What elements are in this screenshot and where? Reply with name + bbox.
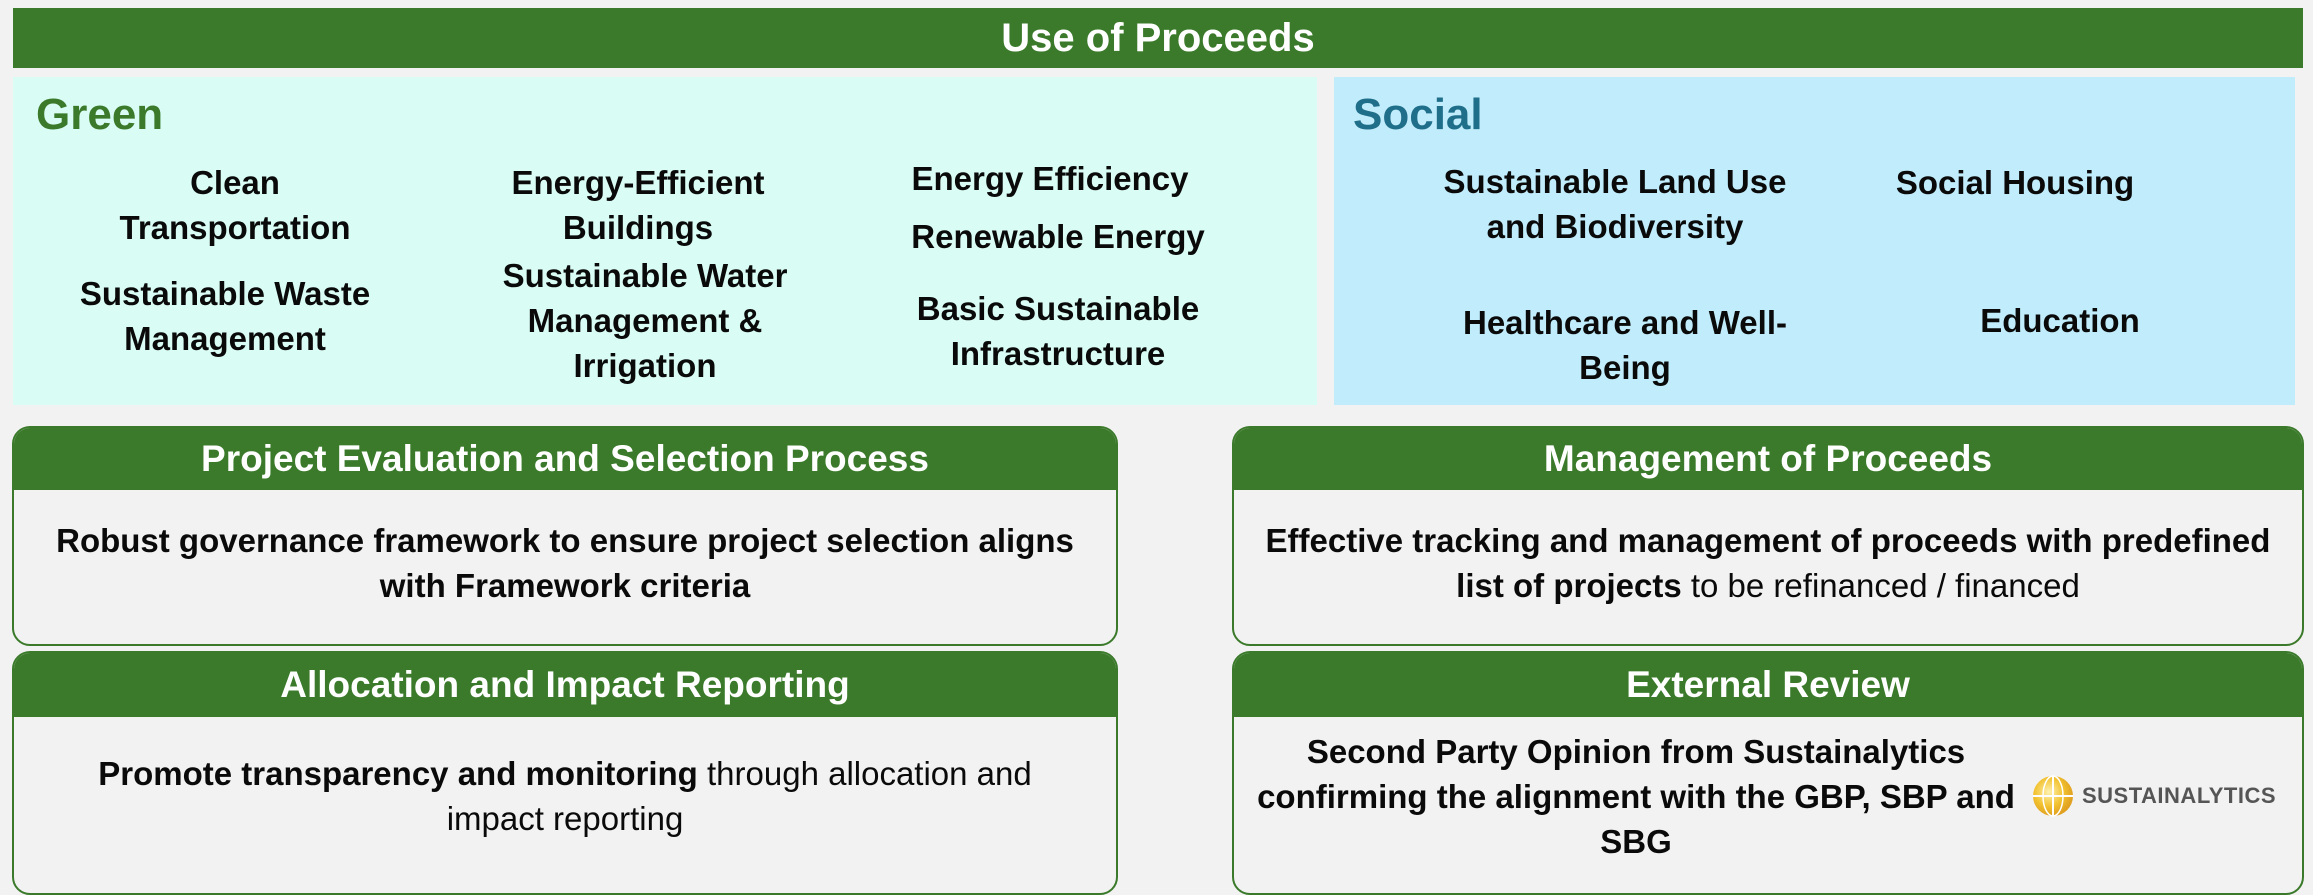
social-item-social-housing: Social Housing <box>1895 164 2135 201</box>
allocation-reporting-title: Allocation and Impact Reporting <box>280 664 850 705</box>
management-of-proceeds-body-regular: to be refinanced / financed <box>1681 567 2080 604</box>
external-review-title: External Review <box>1626 664 1910 705</box>
social-panel <box>1334 77 2295 405</box>
project-evaluation-title: Project Evaluation and Selection Process <box>201 438 929 479</box>
use-of-proceeds-title: Use of Proceeds <box>1001 15 1315 60</box>
allocation-reporting-body-regular: through allocation and impact reporting <box>446 755 1032 837</box>
project-evaluation-body: Robust governance framework to ensure pr… <box>14 490 1116 608</box>
green-title: Green <box>36 90 164 139</box>
allocation-reporting-body-bold: Promote transparency and monitoring <box>98 755 698 792</box>
green-panel <box>13 77 1317 405</box>
use-of-proceeds-header: Use of Proceeds <box>13 8 2303 68</box>
social-title: Social <box>1353 90 1483 139</box>
allocation-reporting-header: Allocation and Impact Reporting <box>14 653 1116 717</box>
social-item-education: Education <box>1980 302 2140 339</box>
project-evaluation-box: Project Evaluation and Selection Process… <box>12 426 1118 646</box>
green-item-sustainable-waste-management: Sustainable Waste Management <box>79 275 371 357</box>
social-item-sustainable-land-use: Sustainable Land Use and Biodiversity <box>1443 163 1787 245</box>
allocation-reporting-box: Allocation and Impact Reporting Promote … <box>12 651 1118 895</box>
external-review-header: External Review <box>1234 653 2302 717</box>
management-of-proceeds-body: Effective tracking and management of pro… <box>1234 490 2302 608</box>
green-item-energy-efficient-buildings: Energy-Efficient Buildings <box>511 164 765 246</box>
project-evaluation-body-text: Robust governance framework to ensure pr… <box>56 522 1074 604</box>
external-review-body: Second Party Opinion from Sustainalytics… <box>1257 733 2015 860</box>
green-item-renewable-energy: Renewable Energy <box>911 218 1205 255</box>
green-item-sustainable-water-management: Sustainable Water Management & Irrigatio… <box>502 257 788 384</box>
project-evaluation-header: Project Evaluation and Selection Process <box>14 428 1116 490</box>
green-item-energy-efficiency: Energy Efficiency <box>911 160 1189 197</box>
management-of-proceeds-box: Management of Proceeds Effective trackin… <box>1232 426 2304 646</box>
social-item-healthcare-and-well-being: Healthcare and Well- Being <box>1463 304 1787 386</box>
green-item-clean-transportation: Clean Transportation <box>119 164 351 246</box>
management-of-proceeds-header: Management of Proceeds <box>1234 428 2302 490</box>
green-item-basic-sustainable-infrastructure: Basic Sustainable Infrastructure <box>916 290 1200 372</box>
sustainalytics-logo-text: SUSTAINALYTICS <box>2082 783 2277 808</box>
management-of-proceeds-title: Management of Proceeds <box>1543 438 1993 479</box>
allocation-reporting-body: Promote transparency and monitoring thro… <box>14 717 1116 841</box>
management-of-proceeds-body-bold: Effective tracking and management of pro… <box>1265 522 2271 604</box>
sustainalytics-logo: SUSTAINALYTICS <box>2030 773 2276 819</box>
sustainalytics-globe-icon <box>2033 775 2073 817</box>
